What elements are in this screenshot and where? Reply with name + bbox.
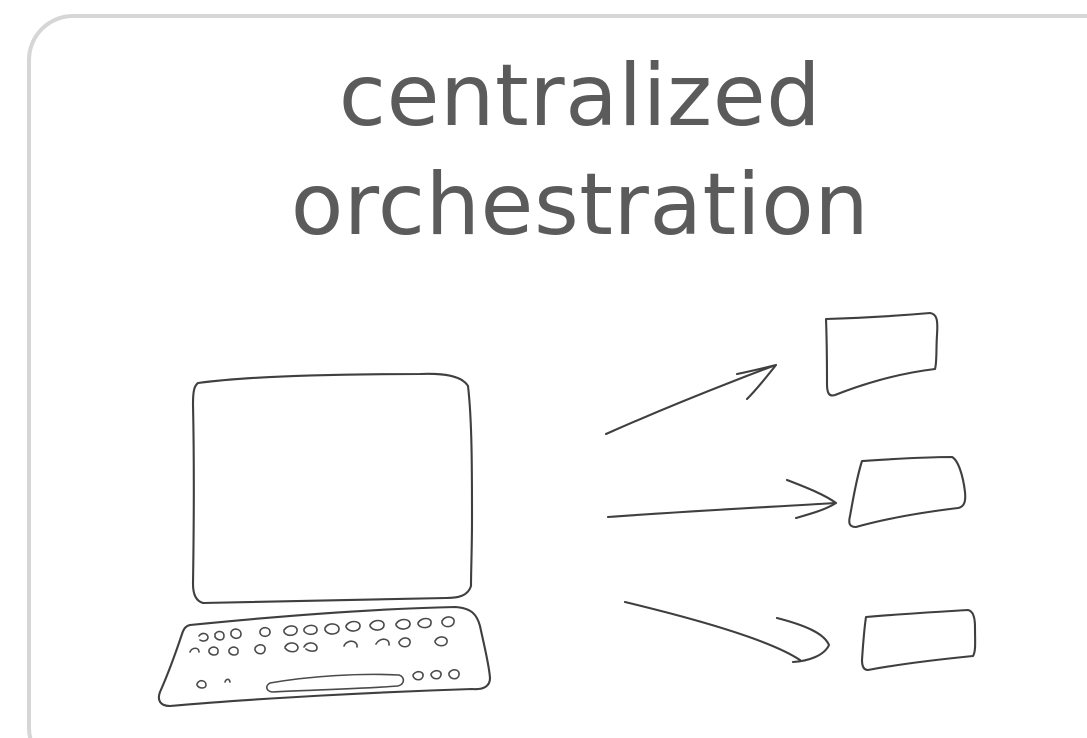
- arrow-1-line: [604, 364, 775, 436]
- arrow-3-head: [775, 616, 831, 664]
- key: [224, 678, 231, 683]
- key: [375, 638, 390, 646]
- spacebar-key: [266, 673, 405, 693]
- key: [448, 669, 460, 680]
- monitor-outline: [191, 372, 474, 605]
- key: [345, 620, 361, 632]
- arrow-3-line: [623, 600, 802, 662]
- arrow-2-line: [606, 501, 837, 519]
- key: [395, 618, 411, 630]
- key: [228, 646, 239, 656]
- target-nodes: [824, 311, 977, 672]
- key: [303, 624, 318, 636]
- key: [230, 628, 242, 640]
- key: [343, 640, 358, 648]
- arrow-1-head: [735, 363, 778, 401]
- key: [417, 617, 432, 629]
- key: [214, 630, 225, 641]
- key: [398, 637, 411, 648]
- key: [198, 632, 209, 642]
- key: [434, 636, 448, 647]
- target-node-1: [824, 311, 939, 397]
- key: [196, 679, 207, 689]
- title-line-2: orchestration: [290, 155, 870, 255]
- key: [254, 644, 266, 655]
- target-node-2: [848, 455, 967, 529]
- keyboard-outline: [157, 605, 492, 708]
- title-line-1: centralized: [338, 46, 822, 146]
- target-node-3: [860, 608, 977, 672]
- key: [412, 670, 424, 681]
- keyboard-keys: [189, 616, 460, 693]
- orchestration-arrows: [604, 363, 838, 664]
- key: [430, 669, 442, 680]
- key: [369, 619, 385, 631]
- key: [208, 646, 219, 656]
- slide-card: [27, 14, 1087, 738]
- key: [324, 623, 340, 635]
- computer-sketch: [157, 372, 492, 708]
- key: [283, 625, 298, 637]
- key: [284, 642, 299, 653]
- key: [441, 616, 455, 628]
- key: [259, 626, 271, 638]
- key: [189, 647, 200, 653]
- key: [303, 642, 318, 652]
- arrow-2-head: [785, 478, 838, 520]
- slide-title: centralized orchestration: [0, 42, 1087, 260]
